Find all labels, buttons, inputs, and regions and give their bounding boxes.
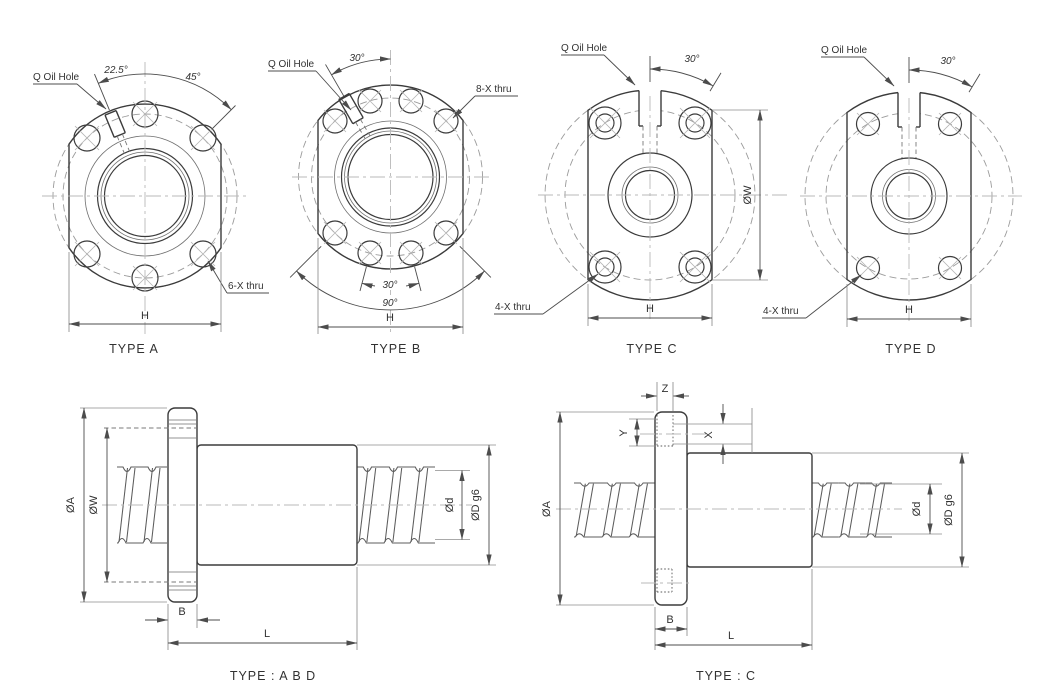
side-view-abd: ØA ØW Ød ØD g6 B L TYPE : A B D	[65, 407, 496, 683]
flange-phantom-arc	[804, 112, 848, 280]
angle-22-5-label: 22.5°	[103, 65, 127, 76]
type-d-caption: TYPE D	[885, 342, 936, 356]
oil-hole-label: Q Oil Hole	[821, 45, 868, 56]
angle-dim-arc	[331, 56, 391, 76]
oil-hole-slot	[638, 90, 662, 154]
thru-holes-label: 8-X thru	[476, 84, 512, 95]
flange-phantom-arc	[970, 112, 1014, 280]
angle-30-label: 30°	[349, 53, 364, 64]
oil-hole-leader	[603, 54, 636, 86]
nut-d-label: ØD g6	[470, 489, 482, 521]
bottom-angle-dims: 30° 90°	[289, 245, 492, 311]
flange	[654, 411, 688, 606]
flange-outline	[846, 91, 972, 301]
oil-hole-label: Q Oil Hole	[561, 43, 608, 54]
thru-holes-leader	[452, 95, 476, 119]
h-label: H	[141, 310, 149, 322]
type-a-caption: TYPE A	[109, 342, 159, 356]
angle-pair-label: 30°	[382, 280, 397, 291]
nut-length-label: L	[264, 628, 270, 640]
screw-shaft-right	[812, 483, 892, 537]
slot-offset-label: X	[703, 431, 715, 439]
flange-od-label: ØA	[65, 496, 77, 513]
oil-hole-passage	[94, 73, 131, 154]
thru-holes-label: 6-X thru	[228, 281, 264, 292]
slot-depth-label: Y	[618, 429, 630, 437]
type-b-front-view: 30° Q Oil Hole 8-X thru 30° 90° H TYPE B	[268, 50, 518, 356]
angle-30-label: 30°	[940, 56, 955, 67]
thru-holes-leader	[805, 274, 862, 319]
slot-hidden-lines	[640, 408, 753, 593]
oil-hole-leader	[76, 83, 107, 110]
nut-length-label: L	[728, 630, 734, 642]
screw-d-label: Ød	[911, 502, 923, 517]
angle-30-label: 30°	[684, 54, 699, 65]
nut-d-label: ØD g6	[943, 494, 955, 526]
oil-hole-slot	[897, 92, 921, 158]
type-a-front-view: 22.5° 45° Q Oil Hole 6-X thru H TYPE A	[33, 62, 269, 356]
bolt-holes	[588, 106, 712, 284]
flange-od-label: ØA	[541, 500, 553, 517]
angle-span-label: 90°	[382, 298, 397, 309]
flange-phantom-arc	[544, 109, 589, 281]
thru-holes-label: 4-X thru	[763, 306, 799, 317]
nut-body	[686, 452, 813, 568]
angle-45-label: 45°	[185, 72, 200, 83]
side-view-c: Z Y X ØA Ød ØD g6 B L TYPE : C	[541, 382, 969, 683]
angle-dim-arc	[649, 66, 714, 87]
slot-width-label: Z	[662, 383, 669, 395]
w-label: ØW	[742, 185, 754, 205]
type-d-front-view: 30° Q Oil Hole 4-X thru H TYPE D	[762, 45, 1022, 356]
flange-hidden-holes	[104, 419, 197, 591]
bolt-holes	[855, 111, 963, 281]
45deg-extension	[211, 105, 236, 130]
flange-phantom-arc	[711, 109, 756, 281]
side-c-caption: TYPE : C	[696, 669, 756, 683]
type-b-caption: TYPE B	[371, 342, 421, 356]
pilot-label: ØW	[88, 495, 100, 515]
h-label: H	[905, 304, 913, 316]
screw-shaft-left	[574, 483, 655, 537]
thru-holes-label: 4-X thru	[495, 302, 531, 313]
oil-hole-leader	[863, 56, 895, 87]
side-abd-caption: TYPE : A B D	[230, 669, 316, 683]
flange-outline	[317, 84, 464, 270]
oil-hole-label: Q Oil Hole	[33, 72, 80, 83]
flange-width-label: B	[666, 614, 673, 626]
h-label: H	[386, 312, 394, 324]
h-label: H	[646, 303, 654, 315]
bolt-holes	[322, 88, 459, 266]
angle-dim-arc	[908, 67, 973, 88]
flange-width-label: B	[178, 606, 185, 618]
oil-hole-label: Q Oil Hole	[268, 59, 315, 70]
type-c-front-view: 30° Q Oil Hole 4-X thru ØW H TYPE C	[494, 43, 788, 356]
angle-dim-arc	[97, 73, 232, 111]
oil-hole-leader	[315, 70, 352, 111]
screw-d-label: Ød	[444, 498, 456, 513]
thru-holes-leader	[207, 260, 228, 294]
thru-holes-leader	[542, 273, 599, 315]
type-c-caption: TYPE C	[626, 342, 677, 356]
